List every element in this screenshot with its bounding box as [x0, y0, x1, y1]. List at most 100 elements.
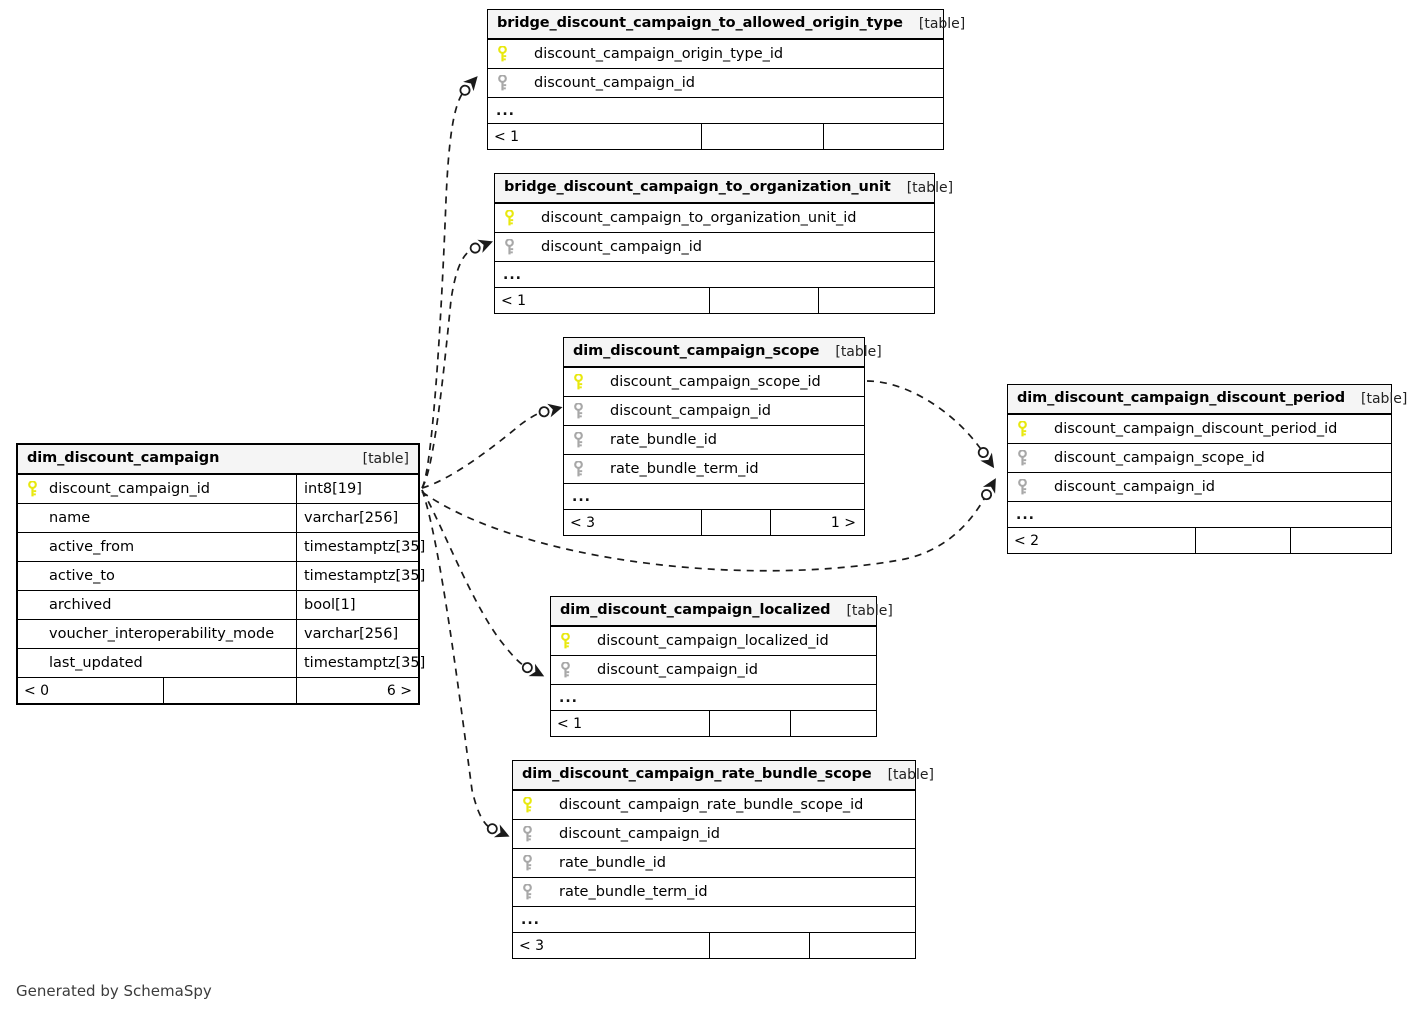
table-header: dim_discount_campaign_scope[table] [564, 338, 882, 368]
column-name: discount_campaign_id [49, 480, 210, 497]
er-table-dim_discount_period[interactable]: dim_discount_campaign_discount_period[ta… [1007, 384, 1407, 554]
column-type: bool[1] [296, 591, 418, 619]
primary-key-icon [497, 46, 519, 62]
column-type: varchar[256] [296, 620, 418, 648]
table-column-row: discount_campaign_id [564, 397, 864, 426]
foreign-key-icon [1017, 450, 1039, 466]
er-table-dim_localized[interactable]: dim_discount_campaign_localized[table]di… [550, 596, 893, 737]
footer-incoming-count: < 1 [501, 292, 527, 309]
footer-incoming-count: < 3 [519, 937, 545, 954]
column-type: varchar[256] [296, 504, 418, 532]
footer-outgoing-count [809, 933, 913, 958]
er-table-dim_scope[interactable]: dim_discount_campaign_scope[table]discou… [563, 337, 882, 536]
table-column-row: discount_campaign_scope_id [1008, 444, 1391, 473]
footer-middle [1194, 528, 1290, 553]
table-header: dim_discount_campaign[table] [18, 445, 418, 475]
column-type: timestamptz[35] [296, 649, 425, 677]
table-footer: < 3 1 > [564, 510, 864, 535]
footer-incoming-count: < 3 [570, 514, 596, 531]
relationship-rel-campaign-to-org-unit [421, 239, 493, 489]
column-name: discount_campaign_to_organization_unit_i… [541, 209, 857, 226]
generated-by-credit: Generated by SchemaSpy [16, 982, 212, 1000]
crows-foot-marker [977, 447, 995, 469]
column-main-cell: discount_campaign_rate_bundle_scope_id [513, 791, 915, 819]
table-column-row: discount_campaign_to_organization_unit_i… [495, 204, 934, 233]
table-name: dim_discount_campaign_localized [560, 602, 831, 619]
primary-key-icon [1017, 421, 1039, 437]
column-main-cell: discount_campaign_localized_id [551, 627, 876, 655]
table-column-row: discount_campaign_localized_id [551, 627, 876, 656]
table-footer: < 3 [513, 933, 915, 958]
er-table-bridge_allowed_origin_type[interactable]: bridge_discount_campaign_to_allowed_orig… [487, 9, 965, 150]
column-name: discount_campaign_scope_id [610, 373, 821, 390]
column-name: voucher_interoperability_mode [49, 625, 275, 642]
crows-foot-marker [981, 478, 996, 501]
more-columns-ellipsis: ... [564, 484, 864, 510]
column-main-cell: discount_campaign_id [495, 233, 934, 261]
crows-foot-marker [469, 239, 493, 254]
foreign-key-icon [522, 855, 544, 871]
table-column-row: discount_campaign_rate_bundle_scope_id [513, 791, 915, 820]
footer-outgoing-count [823, 124, 941, 149]
column-name: discount_campaign_id [534, 74, 695, 91]
table-column-row: discount_campaign_origin_type_id [488, 40, 943, 69]
footer-middle [700, 124, 823, 149]
footer-outgoing-count: 1 > [769, 510, 862, 535]
column-main-cell: discount_campaign_id [18, 475, 296, 503]
foreign-key-icon [573, 432, 595, 448]
primary-key-icon [573, 374, 595, 390]
primary-key-icon [560, 633, 582, 649]
table-name: bridge_discount_campaign_to_organization… [504, 179, 891, 196]
table-name: dim_discount_campaign_rate_bundle_scope [522, 766, 872, 783]
table-column-row: rate_bundle_id [564, 426, 864, 455]
column-name: rate_bundle_id [610, 431, 717, 448]
column-name: discount_campaign_id [541, 238, 702, 255]
table-column-row: rate_bundle_term_id [513, 878, 915, 907]
table-column-row: active_to timestamptz[35] [18, 562, 425, 591]
er-table-dim_rate_bundle_scope[interactable]: dim_discount_campaign_rate_bundle_scope [… [512, 760, 934, 959]
table-kind-label: [table] [835, 343, 882, 360]
footer-incoming-count: < 2 [1014, 532, 1040, 549]
foreign-key-icon [1017, 479, 1039, 495]
foreign-key-icon [560, 662, 582, 678]
table-name: bridge_discount_campaign_to_allowed_orig… [497, 15, 903, 32]
relationship-rel-scope-to-period [866, 380, 995, 469]
more-columns-ellipsis: ... [513, 907, 915, 933]
table-name: dim_discount_campaign_discount_period [1017, 390, 1345, 407]
table-header: bridge_discount_campaign_to_organization… [495, 174, 953, 204]
crows-foot-marker [538, 403, 563, 418]
table-column-row: discount_campaign_id [488, 69, 943, 98]
table-column-row: discount_campaign_id [1008, 473, 1391, 502]
table-footer: < 1 [495, 288, 934, 313]
table-header: dim_discount_campaign_localized[table] [551, 597, 893, 627]
column-name: name [49, 509, 91, 526]
column-main-cell: discount_campaign_id [564, 397, 864, 425]
footer-middle [709, 933, 809, 958]
relationship-rel-campaign-to-origin-type [421, 76, 478, 489]
column-name: active_to [49, 567, 115, 584]
column-main-cell: active_to [18, 562, 296, 590]
table-kind-label: [table] [887, 766, 934, 783]
table-name: dim_discount_campaign [27, 450, 220, 467]
column-name: rate_bundle_term_id [559, 883, 708, 900]
foreign-key-icon [522, 884, 544, 900]
column-main-cell: discount_campaign_discount_period_id [1008, 415, 1391, 443]
foreign-key-icon [522, 826, 544, 842]
column-main-cell: rate_bundle_term_id [564, 455, 864, 483]
table-kind-label: [table] [918, 15, 966, 32]
primary-key-icon [27, 481, 49, 497]
column-name: active_from [49, 538, 135, 555]
er-table-bridge_organization_unit[interactable]: bridge_discount_campaign_to_organization… [494, 173, 953, 314]
table-column-row: discount_campaign_id [551, 656, 876, 685]
relationship-rel-campaign-to-scope [421, 403, 563, 489]
column-type: timestamptz[35] [296, 562, 425, 590]
column-name: discount_campaign_id [1054, 478, 1215, 495]
footer-incoming-count: < 1 [557, 715, 583, 732]
table-header: bridge_discount_campaign_to_allowed_orig… [488, 10, 965, 40]
er-table-dim_discount_campaign[interactable]: dim_discount_campaign[table]discount_cam… [16, 443, 425, 705]
